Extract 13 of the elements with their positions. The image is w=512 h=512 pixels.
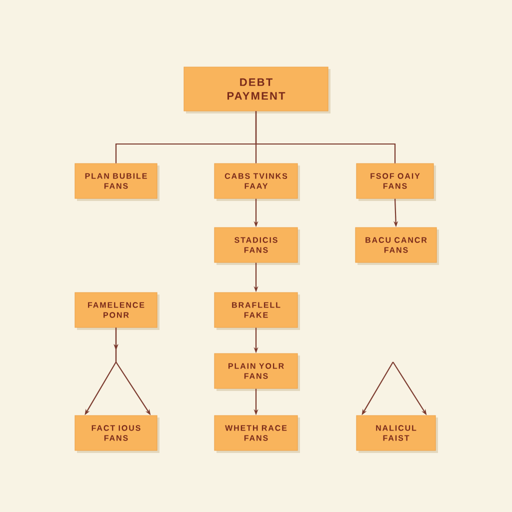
process-box: CABS TVINKS FAAY xyxy=(214,163,300,201)
process-box: FACT IOUS FANS xyxy=(74,415,160,453)
process-box: BRAFLELL FAKE xyxy=(214,292,300,330)
process-box: BACU CANCR FANS xyxy=(355,227,439,265)
process-box: PLAN BUBILE FANS xyxy=(74,163,160,201)
process-box: WHETH RACE FANS xyxy=(214,415,300,453)
process-box: FSOF OAIY FANS xyxy=(356,163,436,201)
process-box: PLAIN YOLR FANS xyxy=(214,353,300,391)
connector-line xyxy=(255,111,396,164)
process-box: FAMELENCE PONR xyxy=(74,292,160,330)
process-box: STADICIS FANS xyxy=(214,227,300,265)
process-box: NALICUL FAIST xyxy=(356,415,438,453)
process-box: DEBT PAYMENT xyxy=(184,66,330,114)
